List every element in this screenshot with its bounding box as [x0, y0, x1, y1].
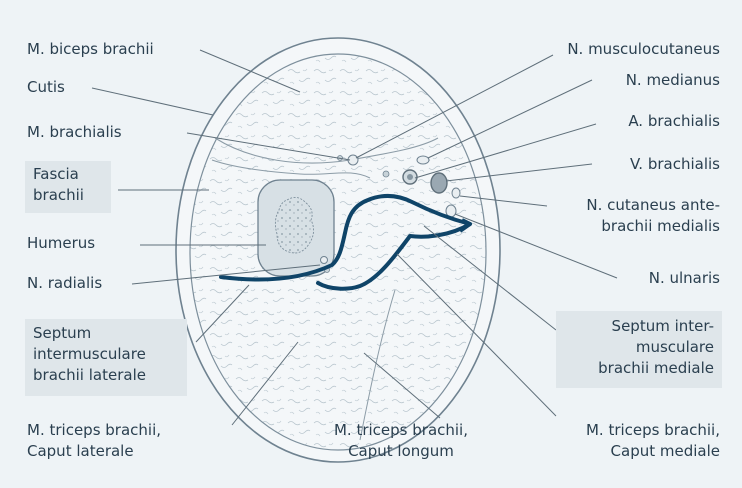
- vessel-medianus: [417, 156, 429, 164]
- vessel-cutaneus: [452, 188, 460, 198]
- label-fascia-line-2: brachii: [33, 185, 84, 206]
- label-cutaneus-line-1: N. cutaneus ante-: [586, 195, 720, 216]
- label-triceps-long-line-1: M. triceps brachii,: [316, 420, 486, 441]
- label-triceps-med-line-2: Caput mediale: [586, 441, 720, 462]
- label-septum-lat-line-3: brachii laterale: [33, 365, 146, 386]
- label-n-ulnaris: N. ulnaris: [649, 268, 720, 289]
- label-cutaneus-line-2: brachii medialis: [586, 216, 720, 237]
- label-n-medianus: N. medianus: [626, 70, 720, 91]
- label-septum-lat-line-1: Septum: [33, 323, 146, 344]
- label-n-cutaneus-antebrachii: N. cutaneus ante- brachii medialis: [586, 195, 720, 237]
- label-cutis: Cutis: [27, 77, 65, 98]
- label-triceps-caput-longum: M. triceps brachii, Caput longum: [316, 420, 486, 462]
- label-septum-lat-line-2: intermusculare: [33, 344, 146, 365]
- label-biceps-brachii: M. biceps brachii: [27, 39, 154, 60]
- label-n-musculocutaneus: N. musculocutaneus: [567, 39, 720, 60]
- label-triceps-caput-mediale: M. triceps brachii, Caput mediale: [586, 420, 720, 462]
- label-triceps-med-line-1: M. triceps brachii,: [586, 420, 720, 441]
- vessel-v-brachialis: [431, 173, 447, 193]
- label-triceps-lat-line-1: M. triceps brachii,: [27, 420, 161, 441]
- label-triceps-long-line-2: Caput longum: [316, 441, 486, 462]
- label-septum-med-line-3: brachii mediale: [598, 358, 714, 379]
- label-septum-med-line-1: Septum inter-: [598, 316, 714, 337]
- vessel-small-b: [383, 171, 389, 177]
- label-triceps-caput-laterale: M. triceps brachii, Caput laterale: [27, 420, 161, 462]
- humerus-marrow: [275, 197, 313, 253]
- label-n-radialis: N. radialis: [27, 273, 102, 294]
- label-septum-laterale: Septum intermusculare brachii laterale: [33, 323, 146, 386]
- label-septum-mediale: Septum inter- musculare brachii mediale: [598, 316, 714, 379]
- label-a-brachialis: A. brachialis: [628, 111, 720, 132]
- label-brachialis-muscle: M. brachialis: [27, 122, 122, 143]
- label-fascia-line-1: Fascia: [33, 164, 84, 185]
- label-septum-med-line-2: musculare: [598, 337, 714, 358]
- label-fascia-brachii: Fascia brachii: [33, 164, 84, 206]
- label-v-brachialis: V. brachialis: [630, 154, 720, 175]
- label-triceps-lat-line-2: Caput laterale: [27, 441, 161, 462]
- label-humerus: Humerus: [27, 233, 95, 254]
- vessel-radialis-a: [321, 257, 328, 264]
